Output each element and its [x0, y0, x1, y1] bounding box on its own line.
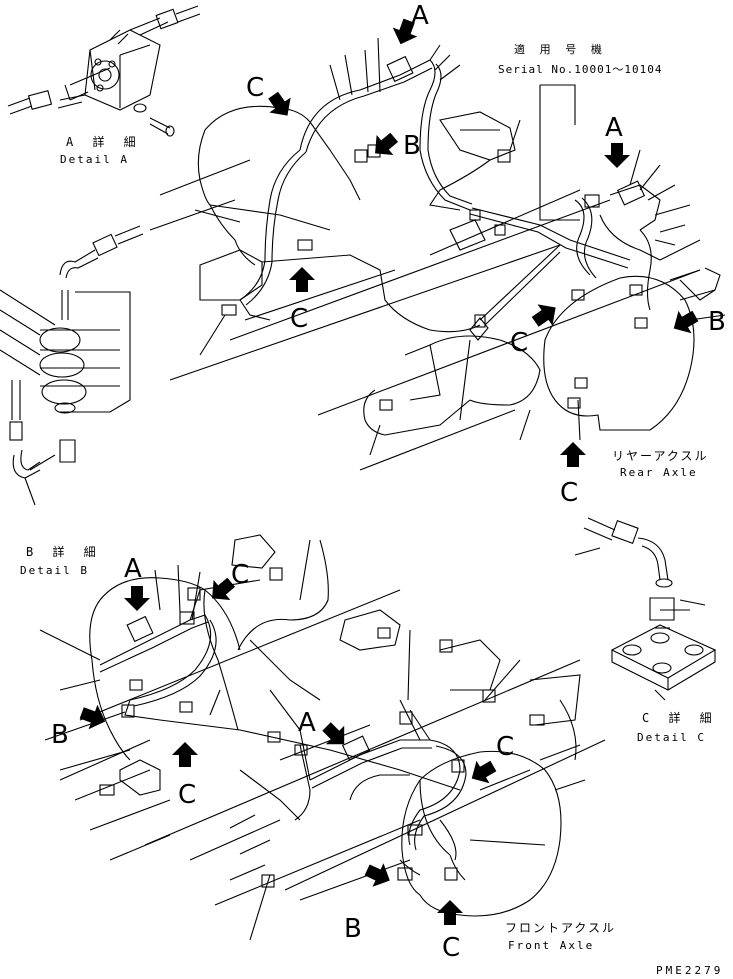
arrow-a-rear-right — [604, 143, 630, 168]
arrow-c-rear-top — [262, 87, 299, 124]
label-c-4: C — [560, 478, 579, 508]
detail-a-title-jp: A 詳 細 — [66, 135, 142, 149]
label-b-2: B — [708, 307, 726, 337]
rear-axle-jp: リヤーアクスル — [612, 449, 709, 463]
detail-c-title-jp: C 詳 細 — [642, 711, 718, 725]
serial-range: Serial No.10001～10104 — [498, 63, 663, 76]
arrow-c-rear-axle — [527, 296, 564, 333]
front-axle-en: Front Axle — [508, 939, 595, 952]
detail-c-drawing — [574, 517, 717, 701]
label-a-2: A — [605, 113, 623, 143]
label-c-3: C — [510, 328, 529, 358]
front-axle-assembly — [39, 534, 606, 941]
serial-title-jp: 適 用 号 機 — [514, 43, 606, 56]
detail-a-title-en: Detail A — [60, 153, 129, 166]
detail-b-title-jp: B 詳 細 — [26, 545, 102, 559]
detail-b-title-en: Detail B — [20, 564, 89, 577]
rear-axle-en: Rear Axle — [620, 466, 698, 479]
label-a-1: A — [411, 1, 429, 31]
front-axle-jp: フロントアクスル — [505, 921, 617, 935]
label-b-3: B — [51, 720, 69, 750]
label-c-6: C — [178, 780, 197, 810]
arrow-a-front — [124, 586, 150, 611]
detail-a-drawing — [7, 5, 201, 137]
label-a-4: A — [298, 708, 316, 738]
detail-c-title-en: Detail C — [637, 731, 706, 744]
arrow-c-front-bottom — [437, 900, 463, 925]
rear-axle-assembly — [149, 37, 726, 471]
pointer-arrows — [77, 16, 702, 925]
arrow-b-rear-right — [667, 304, 702, 340]
label-a-3: A — [124, 554, 142, 584]
label-b-4: B — [344, 914, 362, 944]
label-c-7: C — [496, 732, 515, 762]
drawing-code: PME2279 — [656, 964, 724, 977]
arrow-c-front-mid — [172, 742, 198, 767]
label-c-1: C — [246, 73, 265, 103]
arrow-c-rear-bottom — [560, 442, 586, 467]
arrow-c-rear-mid — [289, 267, 315, 292]
label-b-1: B — [403, 131, 421, 161]
label-c-2: C — [290, 304, 309, 334]
swivel-block-drawing — [0, 225, 144, 506]
label-c-8: C — [442, 933, 461, 963]
arrow-b-front-bottom — [361, 858, 396, 893]
label-c-5: C — [231, 560, 250, 590]
